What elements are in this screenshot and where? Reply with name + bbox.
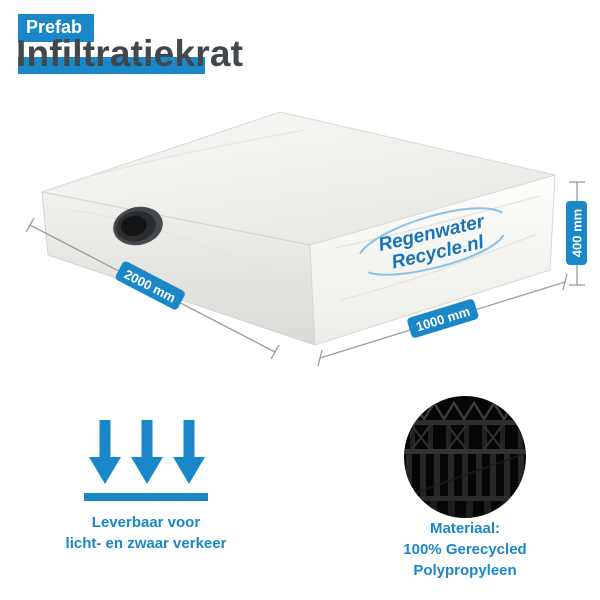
logo-swoosh-top-icon xyxy=(359,207,503,255)
dimension-height-badge: 400 mm xyxy=(566,201,587,265)
logo-swoosh-bottom-icon xyxy=(368,234,505,276)
title-highlight-bar xyxy=(18,57,205,74)
material-caption-line2: 100% Gerecycled xyxy=(403,541,527,558)
material-caption-line3: Polypropyleen xyxy=(413,562,517,579)
traffic-caption: Leverbaar voor licht- en zwaar verkeer xyxy=(26,512,266,554)
down-arrow-icon xyxy=(131,420,163,484)
crate-lattice-pattern xyxy=(404,400,526,518)
material-caption: Materiaal: 100% Gerecycled Polypropyleen xyxy=(365,518,565,581)
down-arrow-icon xyxy=(173,420,205,484)
material-sample-photo xyxy=(404,396,526,518)
traffic-load-icon xyxy=(84,420,208,501)
down-arrow-icon xyxy=(89,420,121,484)
eyebrow-badge: Prefab xyxy=(18,14,95,42)
crate-right-face xyxy=(309,174,556,346)
page-title: Infiltratiekrat xyxy=(16,33,244,74)
dimension-height-label: 400 mm xyxy=(570,209,585,257)
dimension-height: 400 mm xyxy=(566,181,587,286)
fabric-wrinkles xyxy=(69,129,541,301)
dimension-annotations: 2000 mm 1000 mm 400 mm xyxy=(25,181,587,367)
traffic-caption-line1: Leverbaar voor xyxy=(91,514,201,531)
road-surface-bar xyxy=(84,493,208,501)
crate-3d-illustration: Regenwater Recycle.nl xyxy=(40,111,556,346)
material-caption-line1: Materiaal: xyxy=(429,520,501,537)
dimension-width: 1000 mm xyxy=(317,273,568,367)
traffic-caption-line2: licht- en zwaar verkeer xyxy=(65,535,227,552)
pipe-connector-icon xyxy=(113,206,163,246)
